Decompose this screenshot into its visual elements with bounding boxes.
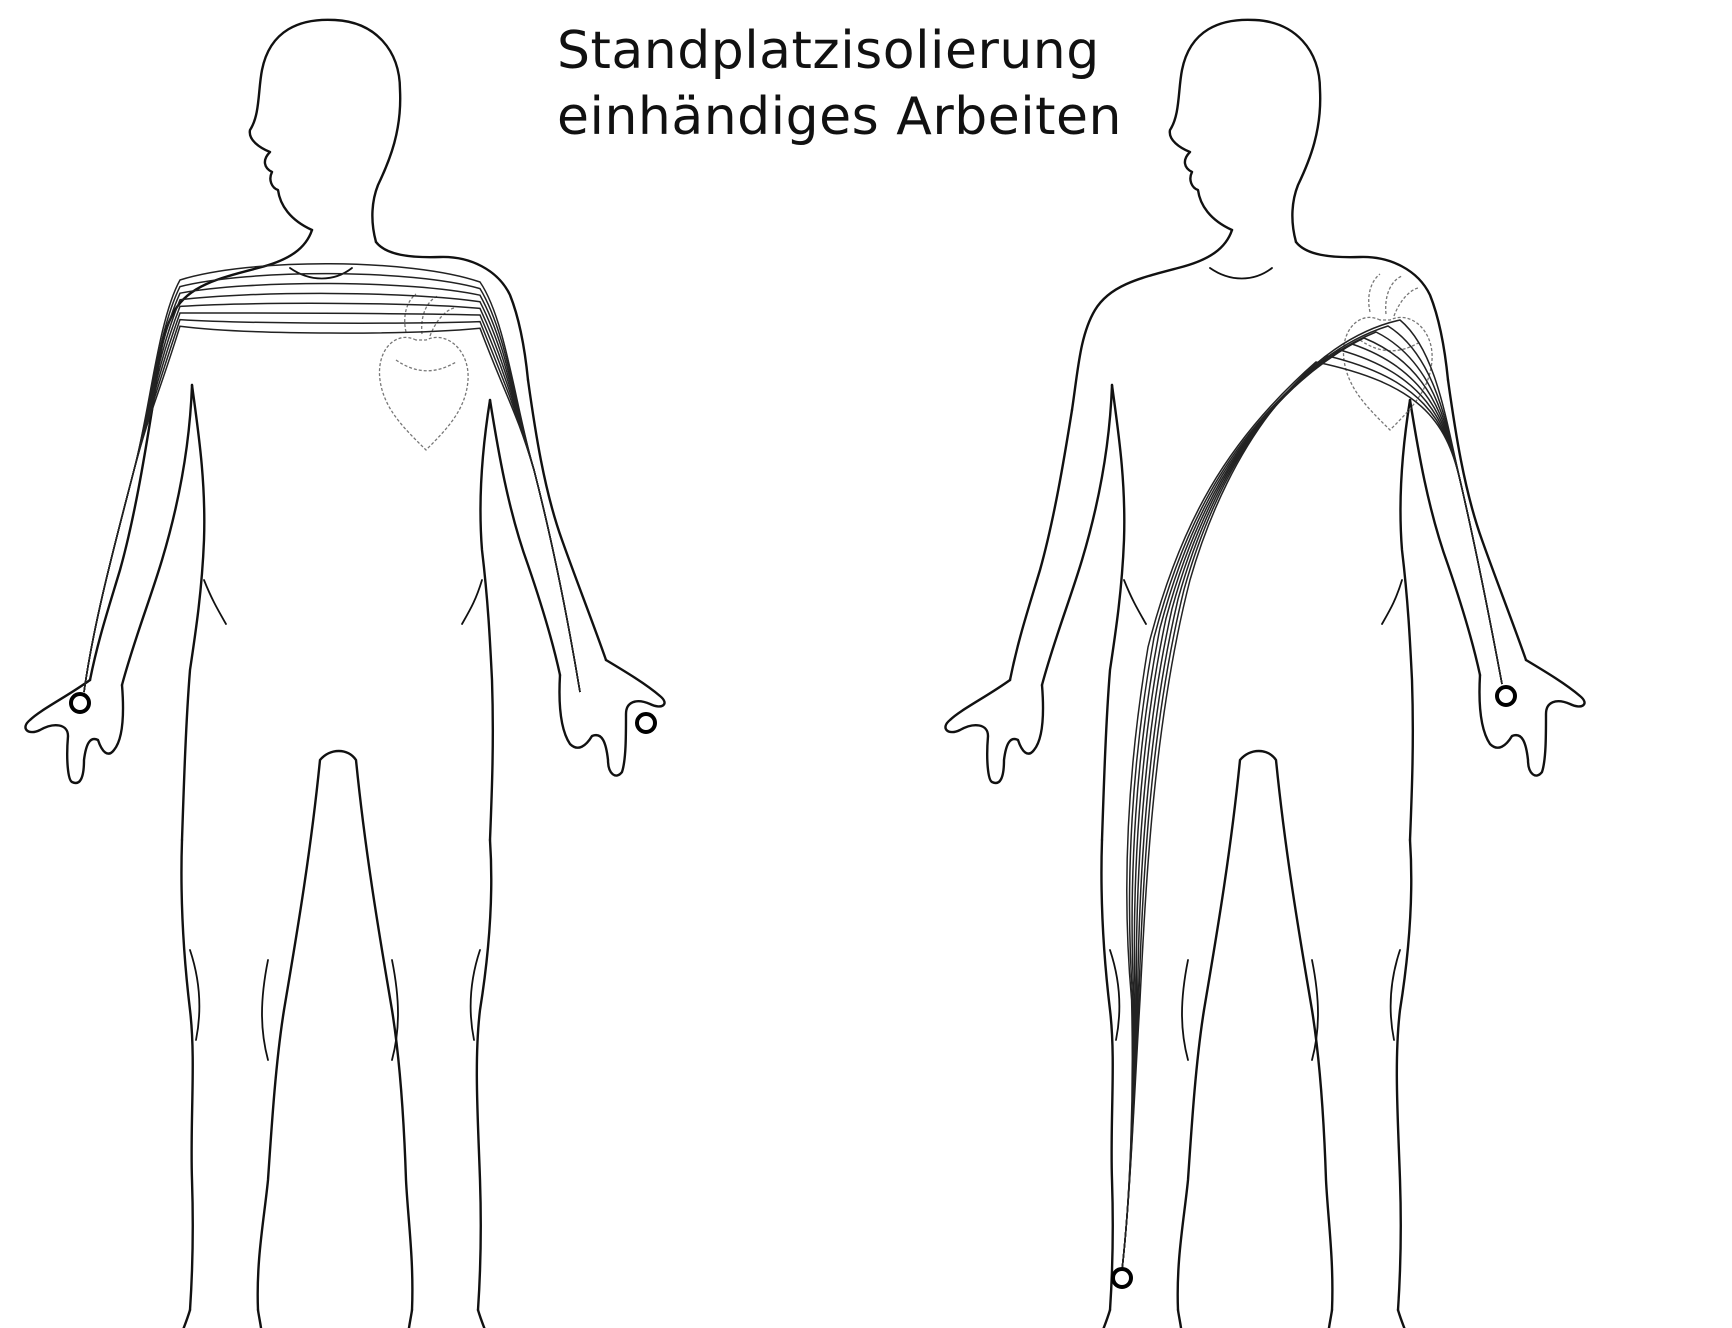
current-flow-hand-to-hand xyxy=(84,264,580,692)
diagram-caption: Standplatzisolierung einhändiges Arbeite… xyxy=(557,18,1122,150)
current-flow-line xyxy=(1122,332,1502,1270)
current-flow-line xyxy=(1122,338,1502,1270)
caption-line-2: einhändiges Arbeiten xyxy=(557,84,1122,150)
figure-hand-to-hand xyxy=(25,20,664,1328)
contact-point-left-hand xyxy=(1497,687,1515,705)
heart-icon xyxy=(379,294,468,450)
current-flow-line xyxy=(1122,362,1502,1270)
contact-point-right-hand xyxy=(71,694,89,712)
current-flow-line xyxy=(1122,326,1502,1270)
figure-hand-to-foot xyxy=(945,20,1584,1328)
heart-icon xyxy=(1343,274,1432,430)
current-flow-line xyxy=(84,264,580,692)
current-flow-hand-to-foot xyxy=(1122,320,1502,1270)
contact-point-right-foot xyxy=(1113,1269,1131,1287)
contact-point-left-hand xyxy=(637,714,655,732)
current-flow-line xyxy=(1122,350,1502,1270)
caption-line-1: Standplatzisolierung xyxy=(557,18,1122,84)
current-flow-line xyxy=(1122,320,1502,1270)
current-flow-line xyxy=(1122,344,1502,1270)
current-flow-line xyxy=(1122,356,1502,1270)
